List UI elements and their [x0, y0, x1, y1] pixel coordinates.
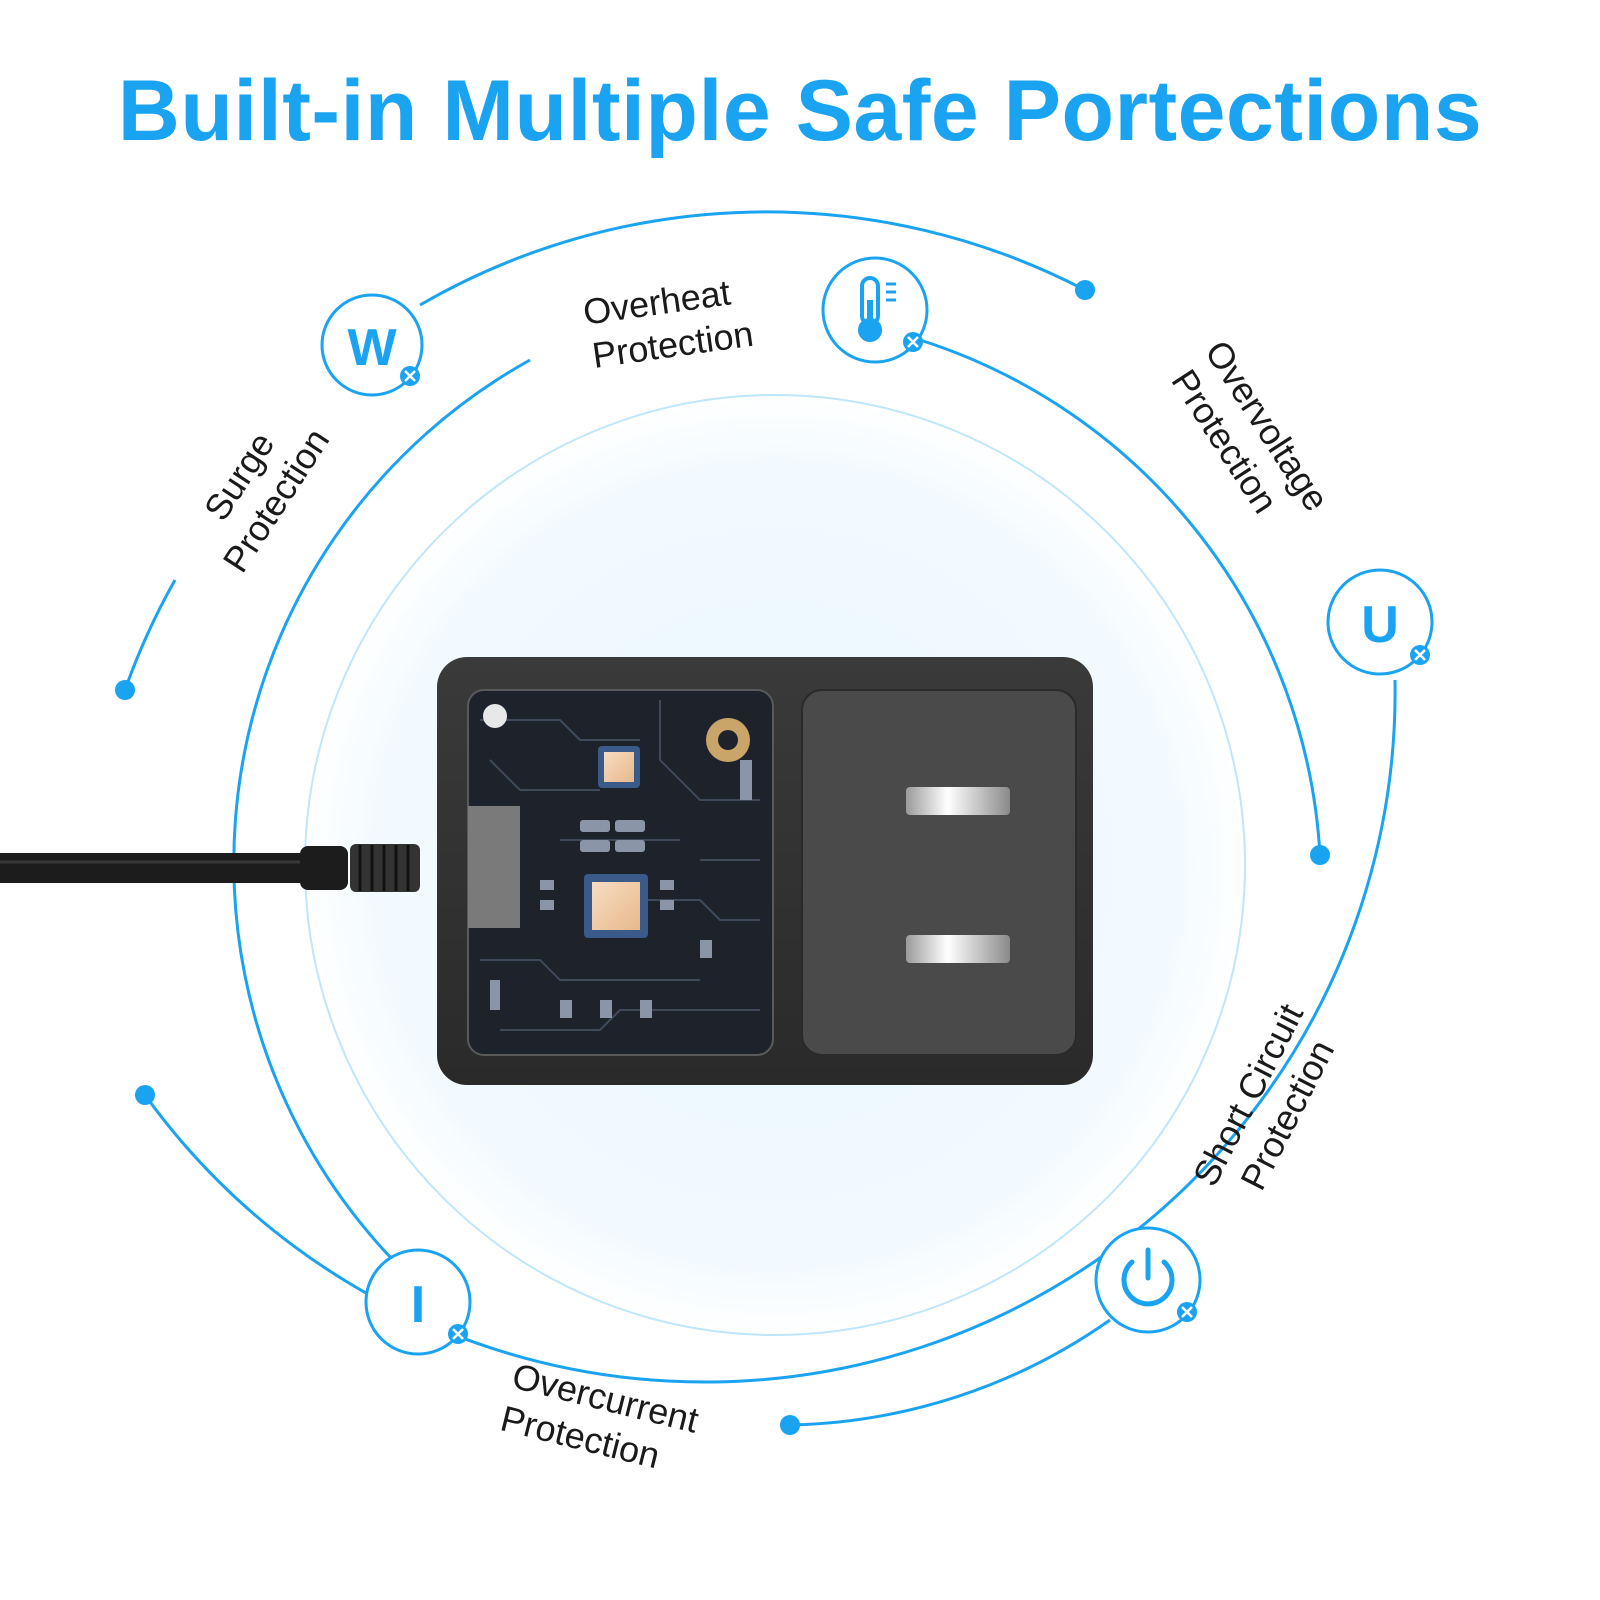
surge-w-icon: W [320, 293, 424, 397]
page-title: Built-in Multiple Safe Portections [117, 63, 1483, 159]
thermometer-icon [821, 256, 929, 364]
ring-end-dots [115, 280, 1330, 1435]
svg-text:W: W [347, 319, 397, 377]
middle-ring [232, 338, 1322, 1427]
ac-power-adapter-image [0, 657, 1093, 1085]
power-icon [1094, 1226, 1202, 1334]
svg-text:U: U [1361, 596, 1399, 654]
overvoltage-label: Overvoltage Protection [1164, 333, 1338, 520]
voltage-u-icon: U [1326, 568, 1434, 676]
surge-label: Surge Protection [196, 421, 338, 579]
current-i-icon: I [364, 1248, 472, 1356]
overheat-label: Overheat Protection [581, 272, 756, 376]
svg-text:I: I [411, 1276, 425, 1334]
